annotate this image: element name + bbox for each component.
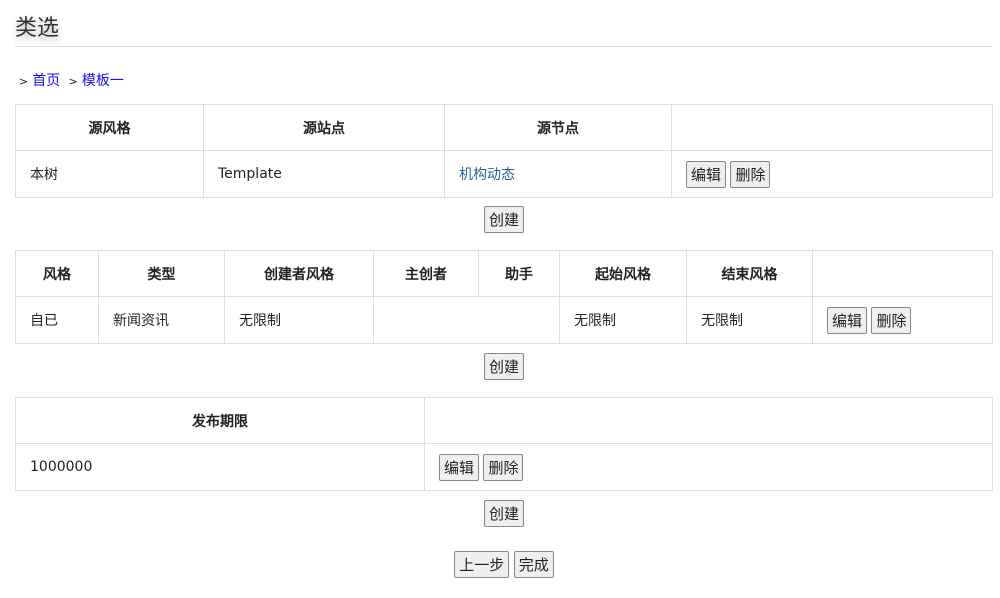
breadcrumb-separator: > [19,75,29,88]
header-type: 类型 [98,250,225,297]
footer-actions: 上一步 完成 [0,551,1000,578]
header-assistant: 助手 [478,250,560,297]
header-source-node: 源节点 [444,104,672,151]
breadcrumb-home[interactable]: 首页 [32,73,61,89]
header-source-site: 源站点 [203,104,445,151]
cell: 新闻资讯 [98,296,225,344]
cell: 无限制 [559,296,687,344]
delete-button[interactable]: 删除 [483,453,524,481]
style-table: 风格 类型 创建者风格 主创者 助手 起始风格 结束风格 自已 新闻资讯 无限制… [15,250,993,344]
header-creator-style: 创建者风格 [224,250,374,297]
cell [373,296,560,344]
cell: 无限制 [686,296,813,344]
cell: 本树 [15,150,204,198]
create-wrap: 创建 [0,353,1000,380]
table-row: 1000000 编辑 删除 [15,443,993,491]
source-node-link[interactable]: 机构动态 [459,167,515,183]
finish-button[interactable]: 完成 [513,551,554,578]
create-wrap: 创建 [0,206,1000,233]
create-wrap: 创建 [0,500,1000,527]
cell: 自已 [15,296,99,344]
divider [15,46,993,47]
edit-button[interactable]: 编辑 [827,306,868,334]
actions-cell: 编辑 删除 [424,443,993,491]
delete-button[interactable]: 删除 [871,306,912,334]
header-actions [671,104,993,151]
cell: 1000000 [15,443,425,491]
edit-button[interactable]: 编辑 [439,453,480,481]
header-start-style: 起始风格 [559,250,687,297]
table-row: 自已 新闻资讯 无限制 无限制 无限制 编辑 删除 [15,296,993,344]
header-author: 主创者 [373,250,479,297]
delete-button[interactable]: 删除 [730,160,771,188]
edit-button[interactable]: 编辑 [686,160,727,188]
actions-cell: 编辑 删除 [812,296,993,344]
create-button[interactable]: 创建 [483,353,524,380]
header-style: 风格 [15,250,99,297]
create-button[interactable]: 创建 [483,206,524,233]
header-actions [424,397,993,444]
page-title: 类选 [15,16,60,41]
actions-cell: 编辑 删除 [671,150,993,198]
cell: 无限制 [224,296,374,344]
breadcrumb-separator: > [68,75,78,88]
header-actions [812,250,993,297]
create-button[interactable]: 创建 [483,500,524,527]
cell: 机构动态 [444,150,672,198]
breadcrumb-template[interactable]: 模板一 [81,73,124,89]
cell: Template [203,150,445,198]
header-source-style: 源风格 [15,104,204,151]
prev-step-button[interactable]: 上一步 [454,551,510,578]
breadcrumb: >首页 >模板一 [19,70,124,90]
header-end-style: 结束风格 [686,250,813,297]
publish-table: 发布期限 1000000 编辑 删除 [15,397,993,491]
header-publish-period: 发布期限 [15,397,425,444]
